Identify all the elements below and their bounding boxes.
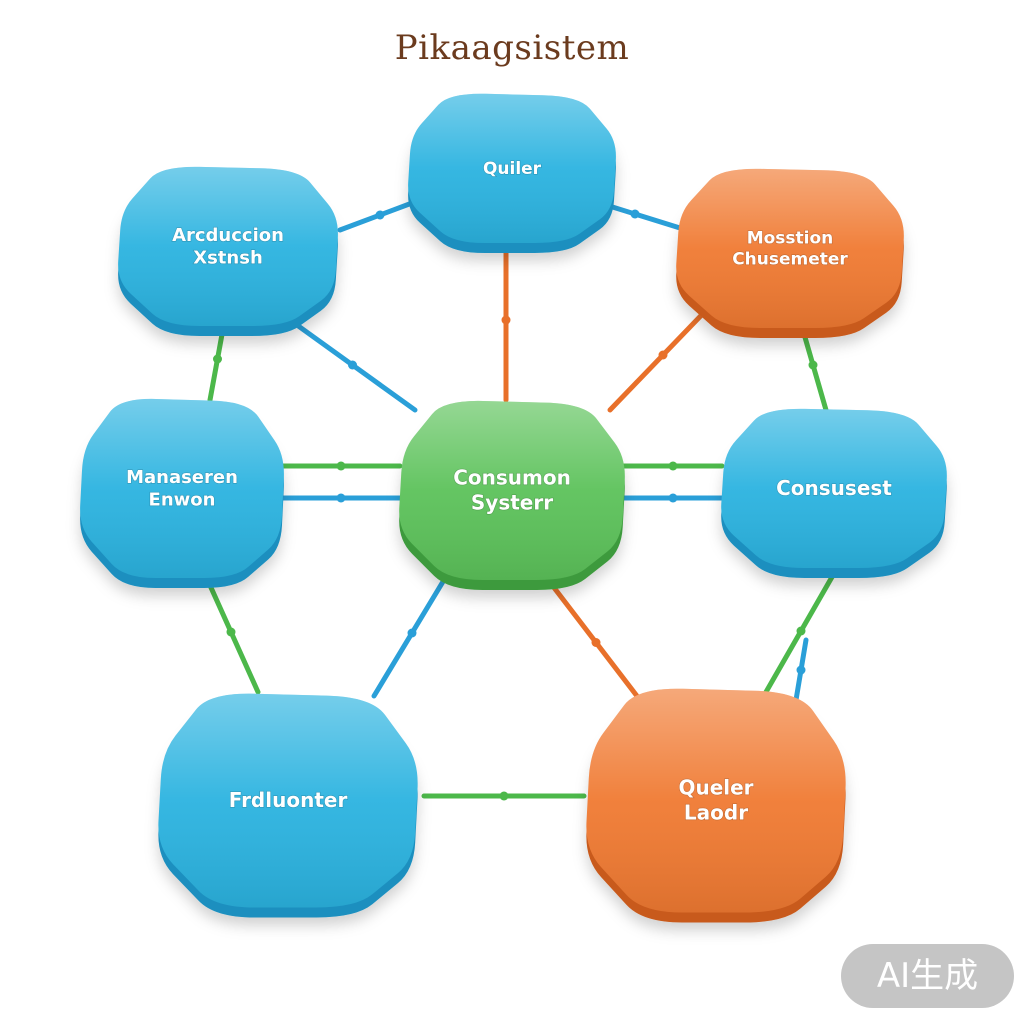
connector-joint [796, 665, 806, 675]
node-label: Manaseren [126, 467, 238, 488]
connector-joint [226, 627, 236, 637]
node-label: Laodr [684, 801, 748, 825]
node-lower-left: Frdluonter [158, 693, 418, 918]
node-gloss [721, 408, 947, 568]
node-label: Queler [678, 776, 753, 800]
node-gloss [586, 688, 846, 913]
node-label: Chusemeter [732, 250, 848, 270]
node-label: Consumon [453, 466, 571, 490]
connector-joint [796, 626, 806, 636]
diagram-title: Pikaagsistem [394, 28, 630, 68]
node-label: Arcduccion [172, 225, 284, 246]
node-gloss [158, 693, 418, 908]
connections [201, 197, 839, 801]
node-label: Frdluonter [229, 788, 348, 812]
connector-joint [591, 638, 601, 647]
node-gloss [118, 166, 338, 326]
nodes: QuilerArcduccionXstnshMosstionChusemeter… [80, 93, 947, 923]
node-gloss [676, 168, 904, 328]
connector-joint [668, 461, 678, 471]
node-gloss [399, 400, 625, 580]
connector-joint [808, 360, 818, 370]
node-gloss [80, 398, 284, 578]
connector-joint [336, 461, 346, 471]
connector-joint [499, 791, 509, 801]
node-label: Systerr [471, 491, 553, 515]
node-label: Mosstion [747, 228, 834, 248]
connector-joint [407, 628, 417, 638]
connector-joint [668, 493, 678, 503]
ai-generated-badge: AI生成 [841, 944, 1014, 1008]
node-label: Enwon [149, 490, 216, 511]
connector-joint [348, 360, 357, 370]
node-label: Quiler [483, 159, 542, 179]
connector-joint [213, 354, 222, 364]
node-label: Xstnsh [193, 248, 263, 269]
node-gloss [408, 93, 616, 243]
connector-joint [501, 315, 511, 325]
node-label: Consusest [776, 476, 892, 500]
node-middle-right: Consusest [721, 408, 947, 578]
connector-joint [630, 209, 640, 219]
node-top: Quiler [408, 93, 616, 253]
connector-joint [658, 350, 668, 360]
connector-joint [336, 493, 346, 503]
connector-joint [375, 210, 385, 220]
